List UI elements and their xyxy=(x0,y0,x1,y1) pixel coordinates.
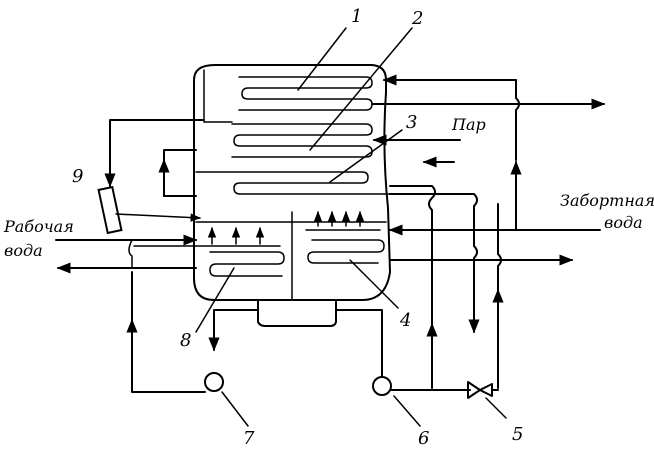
device-9 xyxy=(97,185,123,235)
coil-3 xyxy=(195,171,391,195)
callout-7: 7 xyxy=(243,428,255,449)
callout-4: 4 xyxy=(399,310,411,331)
callout-9: 9 xyxy=(72,166,83,187)
working-water-label-1: Рабочая xyxy=(3,217,74,236)
callout-8: 8 xyxy=(180,330,191,351)
coil-8 xyxy=(133,245,285,277)
right-riser xyxy=(515,79,520,161)
line-to-pump-6 xyxy=(389,185,436,383)
steam-label: Пар xyxy=(451,115,486,134)
intake-water-label-2: вода xyxy=(604,213,643,232)
intake-water-label-1: Забортная xyxy=(560,191,654,210)
sump-to-pump-7 xyxy=(208,309,259,352)
callout-3: 3 xyxy=(406,112,417,133)
pump-6 xyxy=(372,376,392,396)
sump-to-pump-6 xyxy=(335,309,383,379)
ejector-5 xyxy=(467,381,493,399)
callout-5: 5 xyxy=(512,424,523,445)
spray-arrows-right xyxy=(313,210,365,227)
line-to-ejector-5 xyxy=(389,193,478,331)
vessel-inner-partition xyxy=(203,69,233,123)
callout-2: 2 xyxy=(411,8,423,29)
coil-1 xyxy=(238,76,373,111)
working-water-label-2: вода xyxy=(4,241,43,260)
spray-arrows-left xyxy=(207,226,265,245)
coil-2 xyxy=(231,123,373,158)
pump-7 xyxy=(204,372,224,392)
line-ejector-riser xyxy=(497,203,502,389)
pump-7-discharge xyxy=(131,271,206,393)
vessel-sump xyxy=(257,299,337,327)
coil-3-loop xyxy=(163,149,197,197)
drain-line-9 xyxy=(104,119,205,188)
callout-6: 6 xyxy=(418,428,429,449)
leader-lines xyxy=(195,27,507,427)
coil-4 xyxy=(305,229,385,264)
callout-1: 1 xyxy=(351,6,362,27)
